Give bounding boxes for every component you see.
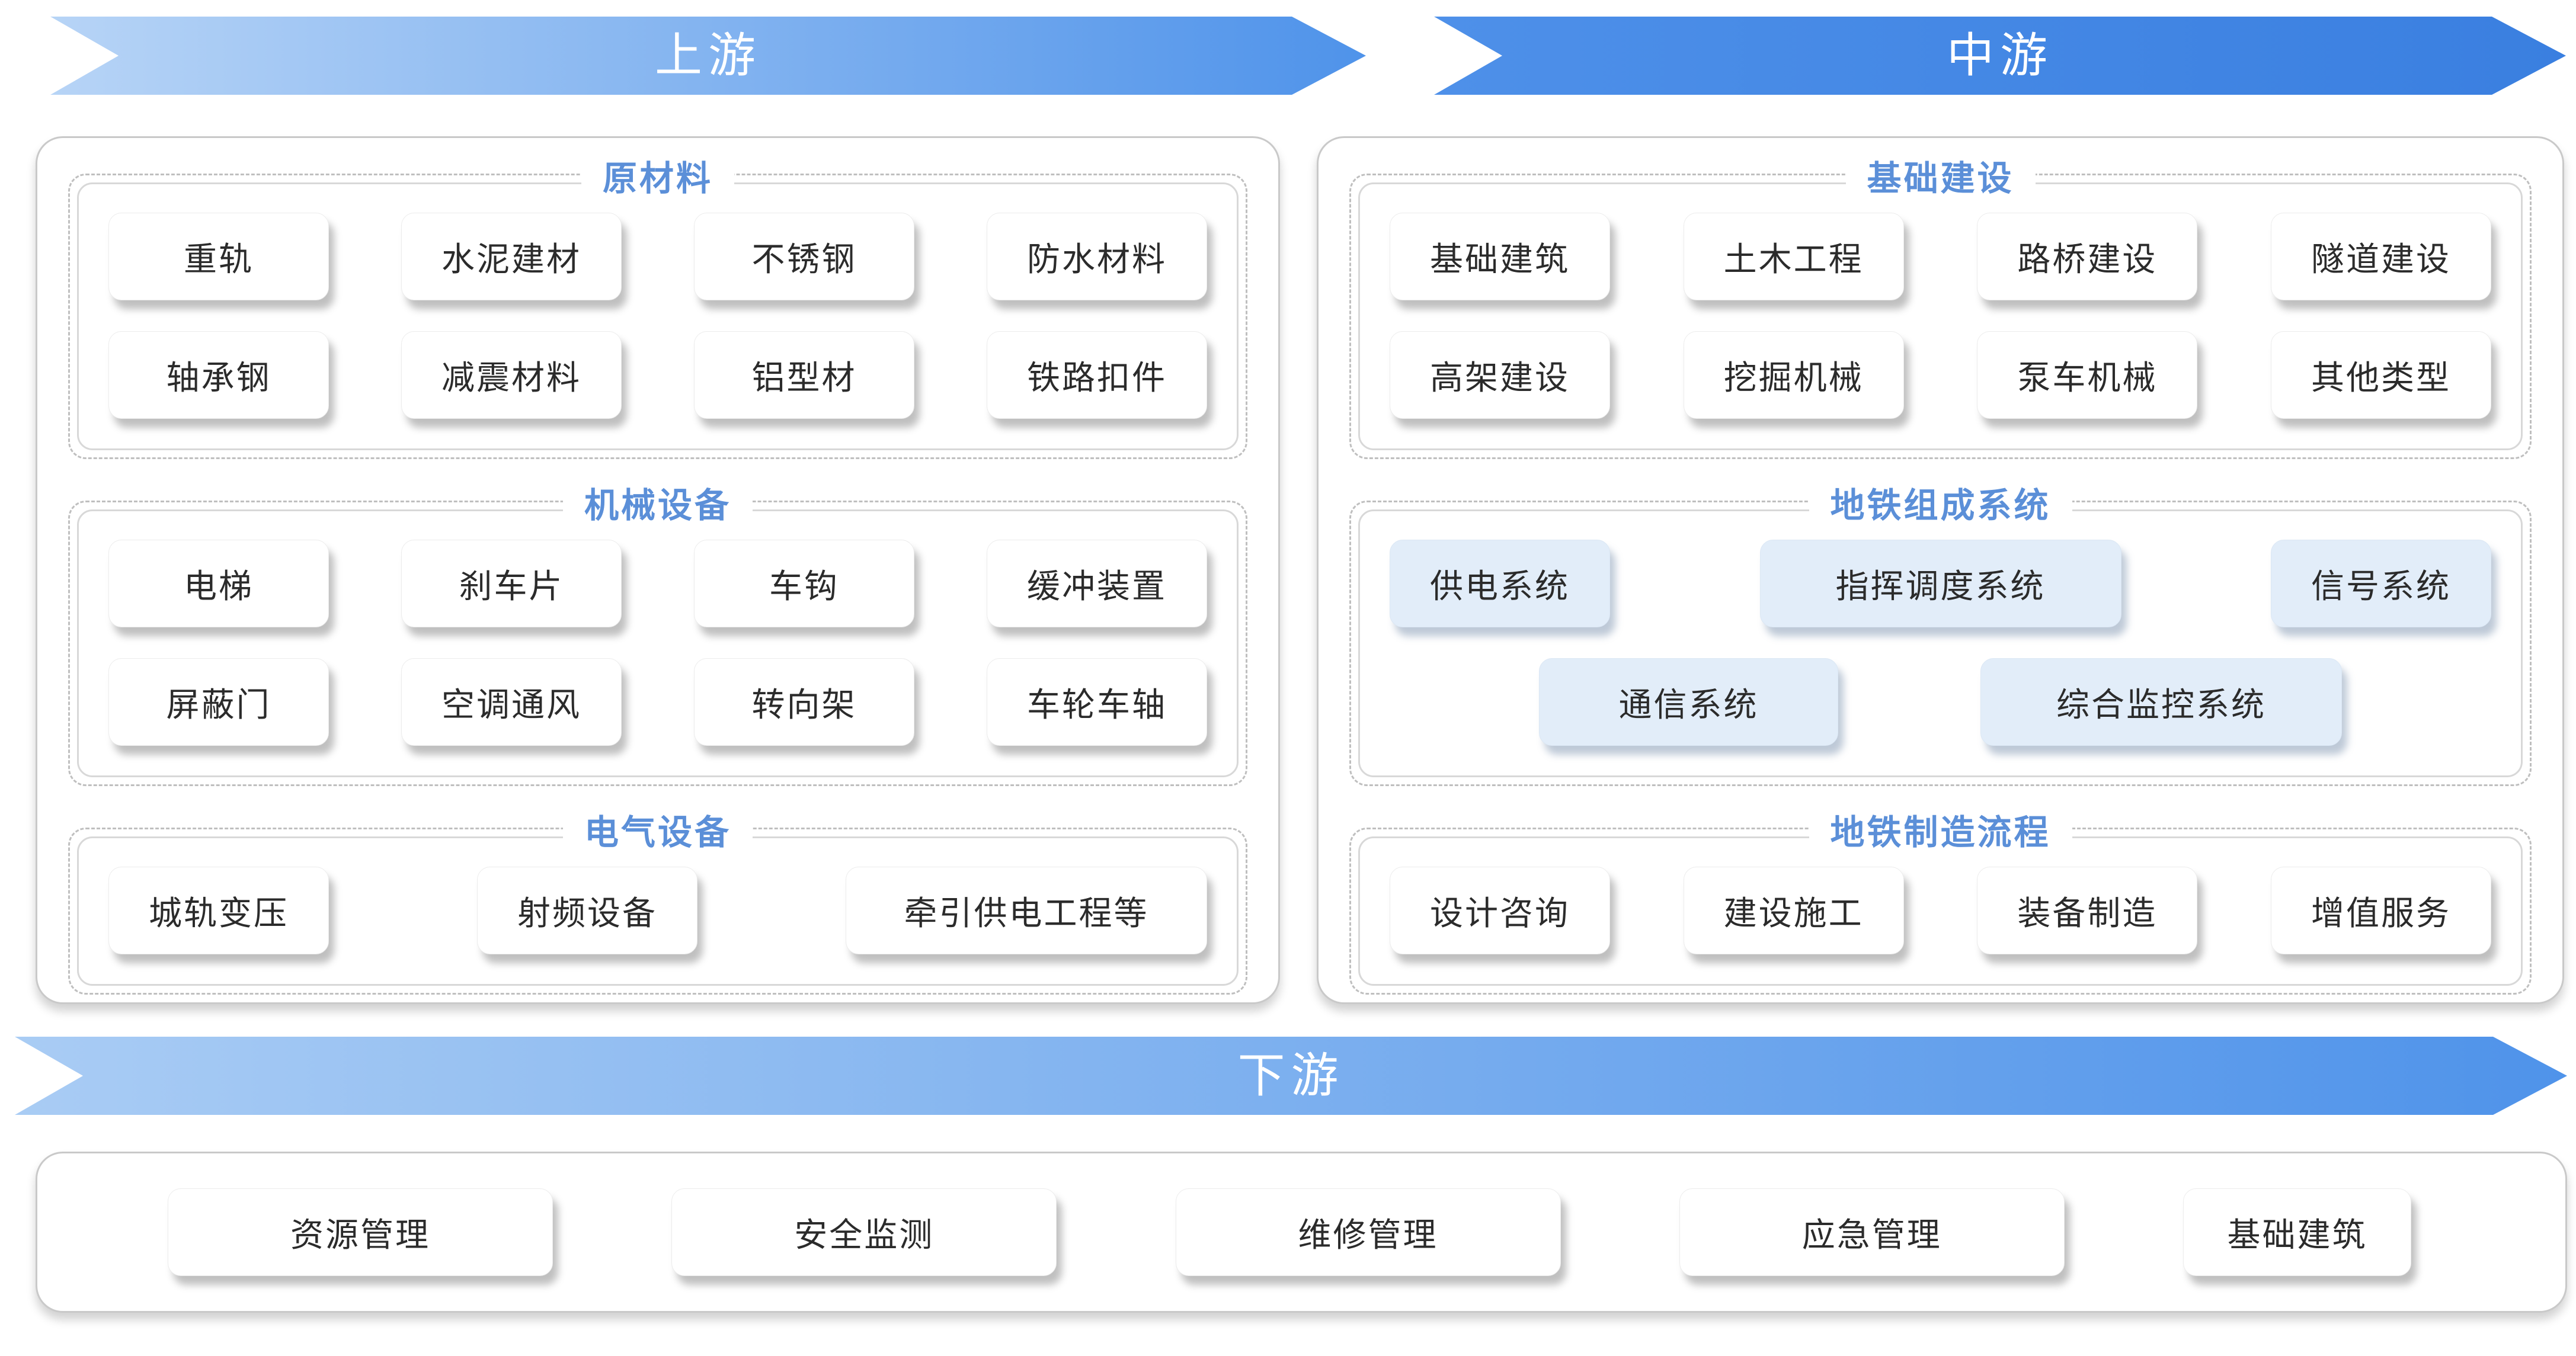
group-electrical-equipment: 电气设备 城轨变压 射频设备 牵引供电工程等 (68, 804, 1247, 995)
chain-node: 安全监测 (671, 1188, 1057, 1276)
chain-node: 综合监控系统 (1980, 658, 2342, 746)
chain-node: 增值服务 (2270, 867, 2491, 954)
chain-node: 装备制造 (1977, 867, 2198, 954)
node-row: 高架建设 挖掘机械 泵车机械 其他类型 (1390, 331, 2491, 419)
group-electrical-equipment-title: 电气设备 (562, 804, 753, 854)
chain-node: 射频设备 (477, 867, 697, 954)
chain-node: 防水材料 (987, 213, 1207, 300)
banner-upstream-label: 上游 (655, 29, 761, 82)
chain-node: 车轮车轴 (987, 658, 1207, 746)
chain-node: 通信系统 (1539, 658, 1838, 746)
metro-industry-chain-diagram: 上游 中游 原材料 重轨 水泥建材 不锈钢 防水材料 轴承钢 (0, 17, 2576, 1356)
chain-node: 信号系统 (2271, 540, 2491, 627)
group-metro-manufacturing: 地铁制造流程 设计咨询 建设施工 装备制造 增值服务 (1349, 804, 2532, 995)
chain-node: 牵引供电工程等 (846, 867, 1207, 954)
chain-node: 转向架 (694, 658, 914, 746)
node-row: 屏蔽门 空调通风 转向架 车轮车轴 (108, 658, 1207, 746)
group-mechanical-equipment-title: 机械设备 (562, 477, 753, 527)
chain-node: 隧道建设 (2270, 213, 2491, 300)
node-row: 通信系统 综合监控系统 (1390, 658, 2491, 746)
node-row: 供电系统 指挥调度系统 信号系统 (1390, 540, 2491, 627)
group-infrastructure-body: 基础建筑 土木工程 路桥建设 隧道建设 高架建设 挖掘机械 泵车机械 其他类型 (1358, 182, 2523, 450)
chain-node: 应急管理 (1679, 1188, 2065, 1276)
banner-midstream-label: 中游 (1947, 29, 2053, 82)
chain-node: 铁路扣件 (987, 331, 1207, 419)
chain-node: 基础建筑 (1390, 213, 1610, 300)
group-metro-systems-body: 供电系统 指挥调度系统 信号系统 通信系统 综合监控系统 (1358, 509, 2523, 777)
group-mechanical-equipment: 机械设备 电梯 刹车片 车钩 缓冲装置 屏蔽门 空调通风 转向架 车轮车轴 (68, 477, 1247, 786)
chain-node: 重轨 (108, 213, 329, 300)
chain-node: 设计咨询 (1390, 867, 1610, 954)
chain-node: 高架建设 (1390, 331, 1610, 419)
group-infrastructure: 基础建设 基础建筑 土木工程 路桥建设 隧道建设 高架建设 挖掘机械 泵车机械 … (1349, 150, 2532, 459)
chain-node: 其他类型 (2270, 331, 2491, 419)
chain-node: 缓冲装置 (987, 540, 1207, 627)
chain-node: 车钩 (694, 540, 914, 627)
banner-midstream: 中游 (1434, 17, 2566, 95)
panel-downstream: 资源管理 安全监测 维修管理 应急管理 基础建筑 (36, 1152, 2567, 1313)
banner-downstream-label: 下游 (1237, 1049, 1345, 1102)
chain-node: 指挥调度系统 (1759, 540, 2121, 627)
chain-node: 城轨变压 (108, 867, 329, 954)
chain-node: 泵车机械 (1977, 331, 2198, 419)
banner-downstream: 下游 (15, 1037, 2567, 1115)
chain-node: 屏蔽门 (108, 658, 329, 746)
node-row: 轴承钢 减震材料 铝型材 铁路扣件 (108, 331, 1207, 419)
banner-upstream: 上游 (50, 17, 1366, 95)
group-metro-manufacturing-title: 地铁制造流程 (1809, 804, 2072, 854)
node-row: 重轨 水泥建材 不锈钢 防水材料 (108, 213, 1207, 300)
group-metro-manufacturing-body: 设计咨询 建设施工 装备制造 增值服务 (1358, 836, 2523, 986)
group-raw-materials: 原材料 重轨 水泥建材 不锈钢 防水材料 轴承钢 减震材料 铝型材 铁路扣件 (68, 150, 1247, 459)
chain-node: 基础建筑 (2183, 1188, 2411, 1276)
chain-node: 资源管理 (168, 1188, 553, 1276)
chain-node: 维修管理 (1175, 1188, 1561, 1276)
group-metro-systems: 地铁组成系统 供电系统 指挥调度系统 信号系统 通信系统 综合监控系统 (1349, 477, 2532, 786)
group-infrastructure-title: 基础建设 (1845, 150, 2036, 200)
node-row: 设计咨询 建设施工 装备制造 增值服务 (1390, 867, 2491, 954)
chain-node: 空调通风 (401, 658, 622, 746)
panel-midstream: 基础建设 基础建筑 土木工程 路桥建设 隧道建设 高架建设 挖掘机械 泵车机械 … (1317, 136, 2564, 1004)
chain-node: 水泥建材 (401, 213, 622, 300)
node-row: 基础建筑 土木工程 路桥建设 隧道建设 (1390, 213, 2491, 300)
node-row: 城轨变压 射频设备 牵引供电工程等 (108, 867, 1207, 954)
chain-node: 铝型材 (694, 331, 914, 419)
chain-node: 刹车片 (401, 540, 622, 627)
chain-node: 轴承钢 (108, 331, 329, 419)
chain-node: 供电系统 (1390, 540, 1610, 627)
chain-node: 挖掘机械 (1683, 331, 1904, 419)
chain-node: 不锈钢 (694, 213, 914, 300)
group-electrical-equipment-body: 城轨变压 射频设备 牵引供电工程等 (77, 836, 1239, 986)
node-row: 电梯 刹车片 车钩 缓冲装置 (108, 540, 1207, 627)
group-mechanical-equipment-body: 电梯 刹车片 车钩 缓冲装置 屏蔽门 空调通风 转向架 车轮车轴 (77, 509, 1239, 777)
group-raw-materials-body: 重轨 水泥建材 不锈钢 防水材料 轴承钢 减震材料 铝型材 铁路扣件 (77, 182, 1239, 450)
panels-row: 原材料 重轨 水泥建材 不锈钢 防水材料 轴承钢 减震材料 铝型材 铁路扣件 (0, 136, 2576, 1004)
chain-node: 土木工程 (1683, 213, 1904, 300)
chain-node: 路桥建设 (1977, 213, 2198, 300)
group-raw-materials-title: 原材料 (581, 150, 735, 200)
group-metro-systems-title: 地铁组成系统 (1809, 477, 2072, 527)
chain-node: 减震材料 (401, 331, 622, 419)
chain-node: 电梯 (108, 540, 329, 627)
chain-node: 建设施工 (1683, 867, 1904, 954)
top-banner-row: 上游 中游 (0, 17, 2576, 95)
panel-upstream: 原材料 重轨 水泥建材 不锈钢 防水材料 轴承钢 减震材料 铝型材 铁路扣件 (36, 136, 1280, 1004)
